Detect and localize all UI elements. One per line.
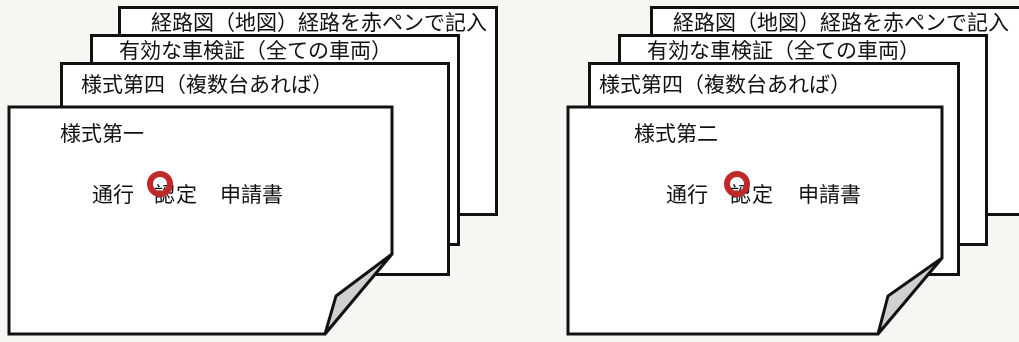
application-title-word-3: 申請書 [220, 183, 283, 207]
application-title-word-2: 定 [752, 183, 773, 207]
red-circle-mark [724, 171, 750, 197]
front-sheet [7, 105, 394, 336]
sheet-title: 様式第四（複数台あれば） [599, 73, 851, 97]
form-label: 様式第二 [634, 122, 718, 146]
application-title-word-1: 通行 [666, 183, 708, 207]
application-title-word-2: 定 [176, 183, 197, 207]
folded-corner [876, 256, 944, 336]
sheet-title: 経路図（地図）経路を赤ペンで記入 [673, 11, 1009, 35]
folded-corner [323, 252, 394, 336]
sheet-title: 経路図（地図）経路を赤ペンで記入 [151, 11, 487, 35]
application-title-word-1: 通行 [92, 183, 134, 207]
right-document-stack: 経路図（地図）経路を赤ペンで記入 有効な車検証（全ての車両） 様式第四（複数台あ… [560, 0, 1019, 342]
form-label: 様式第一 [60, 122, 144, 146]
red-circle-mark [147, 171, 173, 197]
left-document-stack: 経路図（地図）経路を赤ペンで記入 有効な車検証（全ての車両） 様式第四（複数台あ… [0, 0, 500, 342]
sheet-title: 有効な車検証（全ての車両） [119, 39, 392, 63]
application-title-word-3: 申請書 [798, 183, 861, 207]
sheet-title: 様式第四（複数台あれば） [81, 73, 333, 97]
front-sheet [566, 105, 944, 336]
sheet-title: 有効な車検証（全ての車両） [647, 39, 920, 63]
